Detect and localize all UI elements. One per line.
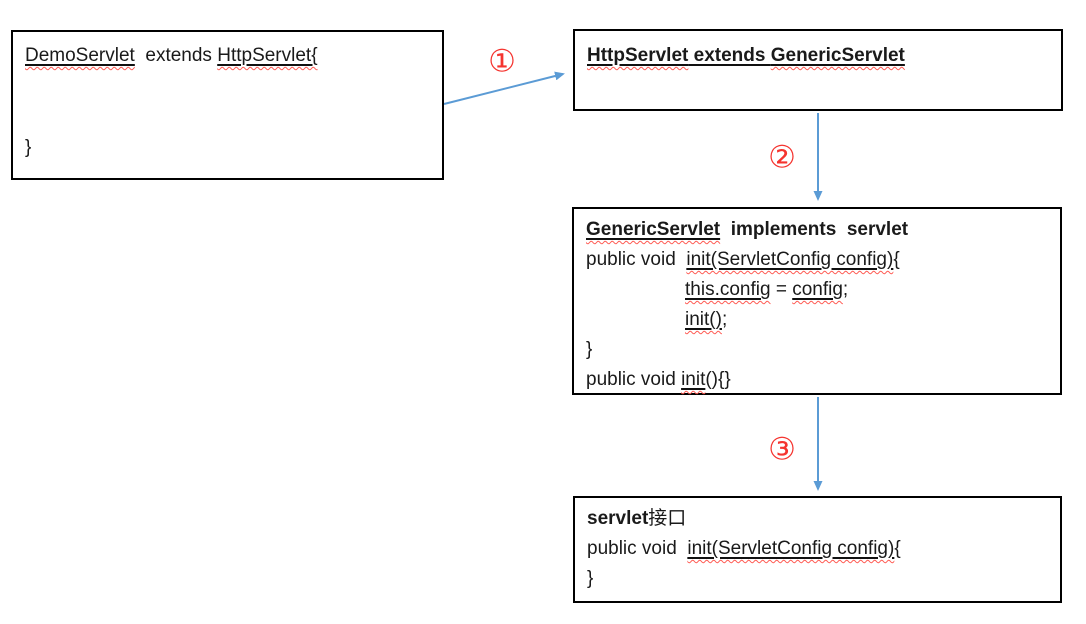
method-token: init(ServletConfig config) xyxy=(686,249,894,270)
generic-servlet-title: GenericServlet implements servlet xyxy=(586,215,1048,245)
closing-brace: } xyxy=(587,568,594,589)
modifier-token: public void xyxy=(586,369,682,390)
http-servlet-title: HttpServlet extends GenericServlet xyxy=(587,41,1049,71)
demo-servlet-title: DemoServlet extends HttpServlet{ xyxy=(25,41,430,71)
method-token: init() xyxy=(685,309,722,330)
superclass-token: HttpServlet{ xyxy=(217,45,318,66)
class-name-token: GenericServlet xyxy=(586,219,721,240)
init-noarg-signature: public void init(){} xyxy=(586,365,1048,395)
keyword-token: implements servlet xyxy=(720,219,909,240)
variable-token: config xyxy=(792,279,843,300)
assignment-statement: this.config = config; xyxy=(685,275,1048,305)
method-token: init xyxy=(681,369,706,390)
method-token: init(ServletConfig config) xyxy=(687,538,895,559)
servlet-interface-box: servlet接口 public void init(ServletConfig… xyxy=(573,496,1062,603)
init-config-signature: public void init(ServletConfig config){ xyxy=(586,245,1048,275)
semicolon-token: ; xyxy=(721,309,728,330)
semicolon-token: ; xyxy=(842,279,849,300)
closing-brace: } xyxy=(586,339,593,360)
brace-token: { xyxy=(894,538,901,559)
init-config-signature: public void init(ServletConfig config){ xyxy=(587,534,1048,564)
step-3-label: ③ xyxy=(768,431,796,468)
http-servlet-box: HttpServlet extends GenericServlet xyxy=(573,29,1063,111)
generic-servlet-box: GenericServlet implements servlet public… xyxy=(572,207,1062,395)
class-name-token: DemoServlet xyxy=(25,45,135,66)
interface-cjk-token: 接口 xyxy=(648,508,687,529)
init-call-statement: init(); xyxy=(685,305,1048,335)
servlet-interface-title: servlet接口 xyxy=(587,504,1048,534)
interface-name-token: servlet xyxy=(587,508,649,529)
keyword-token: extends xyxy=(688,45,771,66)
step-1-label: ① xyxy=(488,43,516,80)
closing-brace: } xyxy=(25,137,32,158)
brace-token: (){} xyxy=(705,369,731,390)
class-name-token: HttpServlet xyxy=(587,45,689,66)
brace-token: { xyxy=(893,249,900,270)
keyword-token: extends xyxy=(134,45,218,66)
modifier-token: public void xyxy=(587,538,688,559)
step-2-label: ② xyxy=(768,139,796,176)
superclass-token: GenericServlet xyxy=(770,45,905,66)
demo-servlet-box: DemoServlet extends HttpServlet{ } xyxy=(11,30,444,180)
modifier-token: public void xyxy=(586,249,687,270)
operator-token: = xyxy=(770,279,793,300)
field-token: this.config xyxy=(685,279,771,300)
